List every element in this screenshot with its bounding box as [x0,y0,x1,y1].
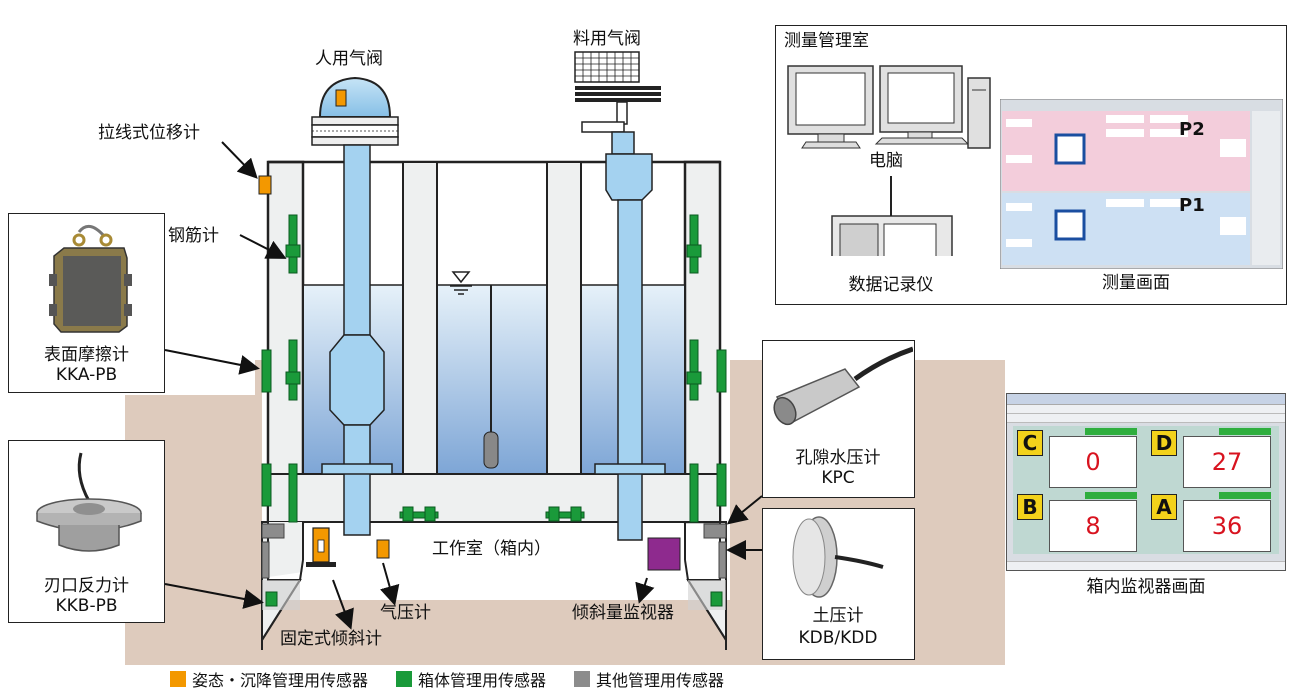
air-pressure-sensor [376,539,390,559]
legend-swatch [574,671,591,687]
gray-sensors [261,523,727,579]
cell-value: 36 [1183,500,1271,552]
surface-friction-sensors [261,349,727,607]
pore-pressure-name: 孔隙水压计 [795,448,881,468]
blade-reaction-box: 刃口反力计 KKB-PB [8,440,165,623]
friction-sensor-image [49,224,132,333]
blade-reaction-model: KKB-PB [55,596,118,616]
surface-friction-model: KKA-PB [55,365,118,385]
tilt-monitor-unit [647,537,681,571]
measure-screen-label: 测量画面 [1102,273,1170,293]
box-monitor-screen-label: 箱内监视器画面 [1086,577,1206,597]
monitor-toolbar [1007,414,1285,423]
legend-label: 姿态・沉降管理用传感器 [192,671,369,690]
material-air-valve [574,51,666,541]
monitor-cell-c: C 0 [1017,428,1139,488]
blade-reaction-name: 刃口反力计 [44,576,129,596]
label-tilt-monitor: 倾斜量监视器 [572,603,674,623]
label-work-chamber: 工作室（箱内） [432,539,551,559]
computer-label: 电脑 [869,151,903,171]
surface-friction-name: 表面摩擦计 [44,345,129,365]
label-air-pressure: 气压计 [380,603,431,623]
pore-pressure-model: KPC [821,468,855,488]
cell-value: 27 [1183,436,1271,488]
label-human-valve: 人用气阀 [315,49,383,69]
label-fixed-inclinometer: 固定式倾斜计 [280,629,382,649]
monitor-panel: C 0 D 27 B 8 A 36 [1013,426,1279,554]
monitor-cell-b: B 8 [1017,492,1139,552]
legend-item-body: 箱体管理用传感器 [396,667,546,691]
earth-pressure-box: 土压计 KDB/KDD [762,508,915,660]
earth-pressure-model: KDB/KDD [798,628,878,648]
monitor-title-bar [1007,394,1285,405]
rebar-sensors [285,214,702,523]
cell-letter: C [1017,430,1043,456]
computer-image [787,65,991,256]
legend: 姿态・沉降管理用传感器 箱体管理用传感器 其他管理用传感器 [170,668,724,690]
wire-displacement-sensor [258,175,272,195]
legend-item-posture: 姿态・沉降管理用传感器 [170,667,368,691]
human-air-valve [311,76,399,536]
earth-sensor-image [792,516,884,598]
surface-friction-box: 表面摩擦计 KKA-PB [8,213,165,393]
legend-swatch [396,671,413,687]
legend-swatch [170,671,186,687]
cell-value: 8 [1049,500,1137,552]
leader-arrows [164,141,763,630]
monitor-cell-d: D 27 [1151,428,1273,488]
monitor-status-bar [1007,561,1285,570]
legend-item-other: 其他管理用传感器 [574,667,724,691]
legend-label: 箱体管理用传感器 [418,671,547,690]
monitor-cell-a: A 36 [1151,492,1273,552]
fixed-inclinometer-sensor [306,527,336,567]
cell-value: 0 [1049,436,1137,488]
label-wire-displacement: 拉线式位移计 [98,123,200,143]
control-room-box: 测量管理室 电脑 数据记录仪 P2 [775,25,1287,305]
data-logger-label: 数据记录仪 [848,275,934,295]
water-level-gauge [450,271,499,469]
legend-label: 其他管理用传感器 [596,671,725,690]
cell-bar [1085,492,1137,499]
monitor-menu-bar [1007,405,1285,414]
earth-pressure-name: 土压计 [812,606,864,626]
box-monitor-screen: C 0 D 27 B 8 A 36 [1006,393,1286,571]
measure-screen-image [1000,99,1283,269]
control-room-title: 测量管理室 [784,31,869,51]
label-rebar-meter: 钢筋计 [168,226,219,246]
pore-sensor-image [773,346,913,426]
blade-sensor-image [36,452,142,552]
cell-letter: D [1151,430,1177,456]
screen-p1-label: P1 [1179,195,1205,216]
label-material-valve: 料用气阀 [573,29,641,49]
screen-p2-label: P2 [1179,119,1205,140]
pore-pressure-box: 孔隙水压计 KPC [762,340,915,498]
cell-bar [1219,428,1271,435]
cell-bar [1219,492,1271,499]
cell-letter: A [1151,494,1177,520]
cell-bar [1085,428,1137,435]
cell-letter: B [1017,494,1043,520]
